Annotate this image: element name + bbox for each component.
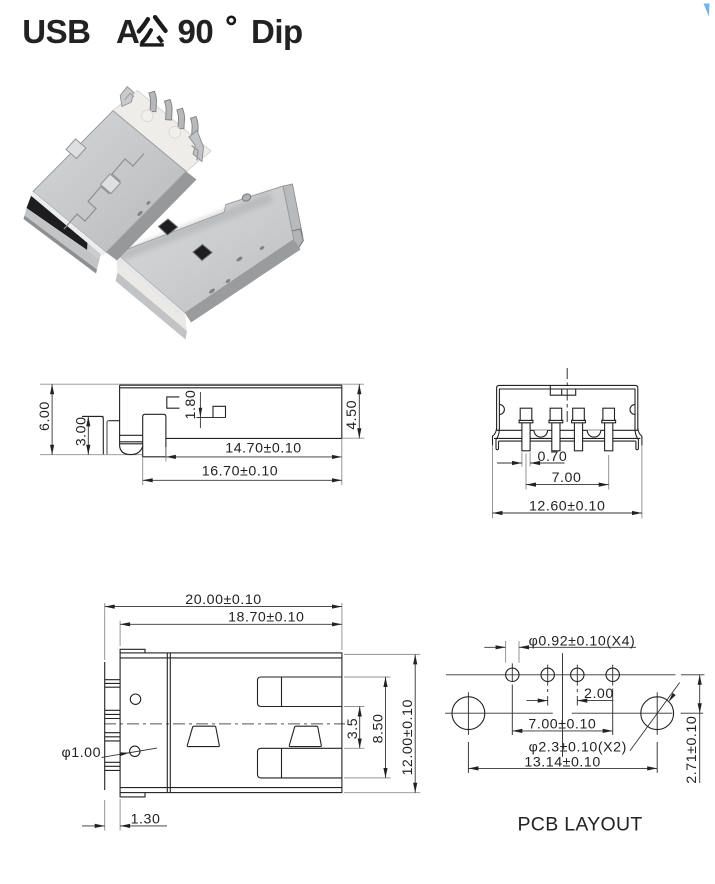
svg-text:16.70±0.10: 16.70±0.10 [202,464,278,480]
svg-text:PCB LAYOUT: PCB LAYOUT [518,814,643,836]
svg-text:90: 90 [178,13,214,50]
svg-text:φ0.92±0.10(X4): φ0.92±0.10(X4) [529,633,636,649]
svg-text:A: A [116,13,139,50]
svg-text:USB: USB [22,13,90,50]
svg-text:7.00±0.10: 7.00±0.10 [528,716,596,732]
svg-text:12.60±0.10: 12.60±0.10 [529,498,605,514]
svg-text:20.00±0.10: 20.00±0.10 [185,592,261,608]
svg-text:2.00: 2.00 [584,686,614,702]
svg-text:1.30: 1.30 [131,811,161,827]
svg-text:6.00: 6.00 [37,401,53,431]
svg-text:φ2.3±0.10(X2): φ2.3±0.10(X2) [529,739,627,755]
svg-text:8.50: 8.50 [370,714,386,744]
svg-text:13.14±0.10: 13.14±0.10 [524,754,600,770]
svg-text:Dip: Dip [251,13,303,50]
svg-text:12.00±0.10: 12.00±0.10 [400,699,416,775]
svg-text:1.80: 1.80 [183,390,199,420]
svg-text:φ1.00: φ1.00 [62,745,102,761]
svg-text:2.71±0.10: 2.71±0.10 [684,716,700,784]
svg-text:7.00: 7.00 [552,470,582,486]
svg-text:14.70±0.10: 14.70±0.10 [225,440,301,456]
svg-text:4.50: 4.50 [344,400,360,430]
svg-text:0.70: 0.70 [538,449,568,465]
svg-text:18.70±0.10: 18.70±0.10 [228,610,304,626]
svg-text:3.5: 3.5 [345,718,361,739]
svg-text:3.00: 3.00 [73,416,89,446]
